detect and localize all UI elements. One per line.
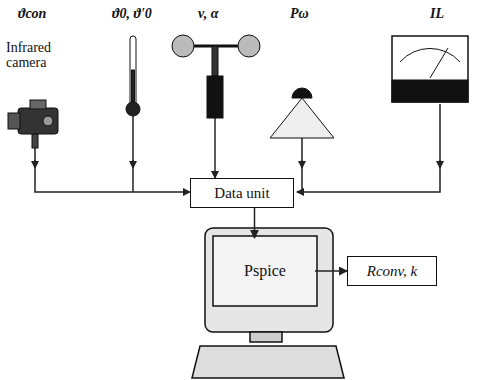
device-label: Infrared camera [6, 40, 76, 71]
result-box: Rconv, k [347, 256, 437, 286]
node-text: Pspice [244, 262, 286, 280]
symbol-label: Pω [290, 6, 309, 21]
node-text: Data unit [214, 185, 269, 202]
symbol-label: ϑcon [18, 6, 46, 21]
connector-arrow [315, 270, 347, 272]
node-text: Rconv, k [367, 263, 418, 280]
symbol-label: v, α [198, 6, 218, 21]
symbol-label: IL [430, 6, 444, 21]
screen-box: Pspice [215, 238, 315, 304]
symbol-label: ϑ0, ϑ'0 [112, 6, 152, 21]
data-unit-box: Data unit [190, 178, 294, 208]
connector-arrow [254, 208, 256, 238]
